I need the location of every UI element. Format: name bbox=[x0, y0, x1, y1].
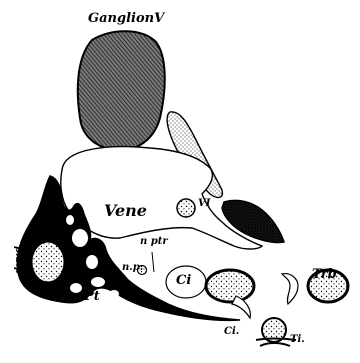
label-n-ptr: n ptr bbox=[140, 236, 168, 247]
pt-hole bbox=[66, 215, 74, 225]
pt-hole bbox=[91, 277, 105, 287]
pt-hole bbox=[70, 283, 82, 293]
central-dotted-oval bbox=[206, 270, 254, 302]
label-ti: Ti. bbox=[290, 334, 305, 345]
label-n-p: n.p. bbox=[122, 262, 143, 273]
label-ci-upper: Ci bbox=[176, 273, 191, 288]
label-vene: Vene bbox=[104, 201, 147, 220]
pt-hole bbox=[86, 255, 98, 269]
pt-hole bbox=[109, 290, 119, 298]
label-pt: Pt bbox=[83, 289, 100, 304]
pdp-dotted-oval bbox=[32, 242, 64, 282]
label-vi: VI bbox=[198, 198, 211, 209]
label-ganglion-v: GanglionV bbox=[88, 11, 166, 26]
ganglion-v-shape bbox=[78, 31, 165, 150]
label-trb: Trb bbox=[312, 267, 337, 282]
thin-curled-structure bbox=[282, 274, 298, 304]
label-p-d-p: p.d.p bbox=[13, 246, 24, 274]
pt-hole bbox=[72, 229, 88, 247]
nerve-vi-circle bbox=[177, 199, 195, 217]
label-ci-lower: Ci. bbox=[224, 326, 239, 337]
ci-lower-shape bbox=[232, 296, 250, 318]
nptr-pointer-line bbox=[152, 252, 154, 272]
